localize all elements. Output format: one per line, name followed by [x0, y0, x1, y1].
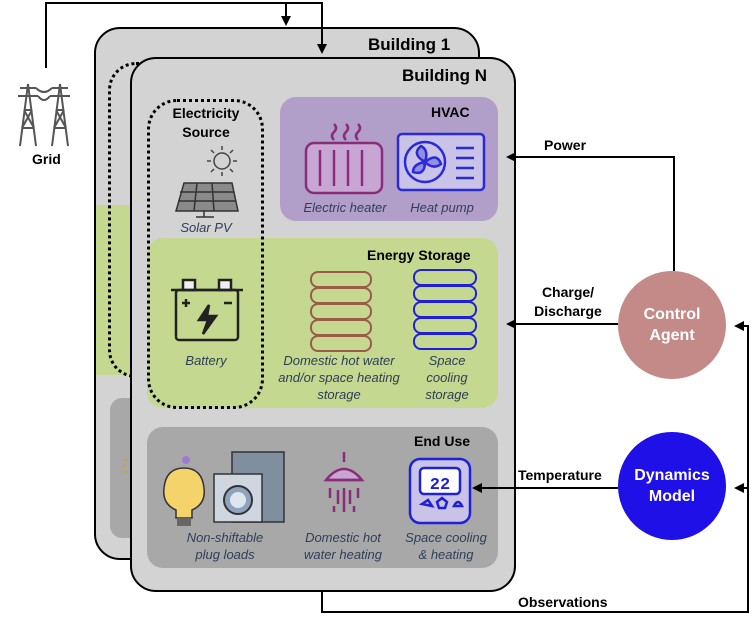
battery-icon: [171, 278, 243, 342]
hvac-title: HVAC: [431, 104, 470, 120]
back-storage-strip: [96, 205, 136, 375]
back-enduse-icon: [122, 459, 128, 473]
electricity-source-title: Electricity Source: [172, 105, 240, 140]
plug-loads-icon: [163, 451, 285, 526]
cooling-storage-coil-icon: [413, 269, 477, 350]
temperature-label: Temperature: [518, 467, 602, 483]
space-cooling-heating-label: Space cooling & heating: [405, 530, 487, 562]
end-use-title: End Use: [414, 433, 471, 449]
electric-heater-icon: [304, 123, 384, 195]
control-agent-node: Control Agent: [618, 271, 726, 379]
dhw-storage-coil-icon: [310, 271, 372, 352]
shower-icon: [323, 452, 365, 512]
dynamics-model-node: Dynamics Model: [618, 432, 726, 540]
plug-loads-label: Non-shiftable plug loads: [186, 530, 264, 562]
electric-heater-label: Electric heater: [303, 200, 387, 215]
building-1-title: Building 1: [368, 35, 451, 54]
dynamics-model-label: Dynamics Model: [634, 467, 710, 505]
grid-connection-lines: [45, 2, 327, 68]
control-agent-label: Control Agent: [643, 306, 701, 344]
thermostat-reading: 22: [430, 476, 450, 495]
solar-pv-label: Solar PV: [180, 220, 232, 235]
dhw-heating-label: Domestic hot water heating: [303, 530, 383, 562]
battery-label: Battery: [185, 353, 227, 368]
heat-pump-label: Heat pump: [410, 200, 474, 215]
grid-label: Grid: [32, 151, 61, 167]
energy-storage-title: Energy Storage: [367, 247, 471, 263]
charge-discharge-label: Charge/ Discharge: [534, 284, 602, 319]
heat-pump-icon: [396, 132, 486, 192]
dhw-storage-label: Domestic hot water and/or space heating …: [278, 353, 400, 402]
back-source-dotted-edge: [108, 62, 148, 378]
cooling-storage-label: Space cooling storage: [425, 353, 469, 402]
energy-storage-panel: [147, 238, 498, 408]
building-n-title: Building N: [402, 66, 487, 85]
grid-towers-icon: [18, 83, 70, 147]
sun-icon: [207, 146, 237, 176]
thermostat-icon: [408, 457, 472, 525]
power-label: Power: [544, 137, 587, 153]
solar-panel-icon: [175, 182, 239, 218]
electricity-source-box: [147, 99, 264, 409]
observations-label: Observations: [518, 594, 608, 610]
signal-arrows: [321, 152, 749, 613]
